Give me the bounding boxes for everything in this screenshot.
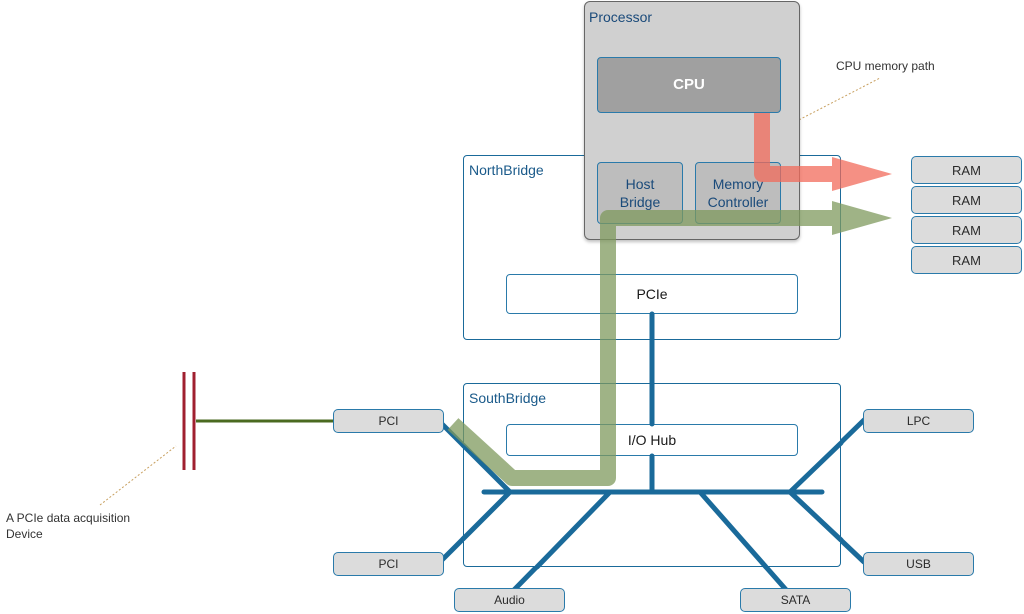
- cpu-memory-path-note: CPU memory path: [836, 59, 935, 73]
- port-audio: Audio: [454, 588, 565, 612]
- ram-module-1: RAM: [911, 156, 1022, 184]
- memory-controller-block: Memory Controller: [695, 162, 781, 224]
- device-leader-line: [99, 445, 177, 506]
- pcie-device-connector: [182, 372, 196, 470]
- southbridge-box: SouthBridge: [463, 383, 841, 567]
- pcie-device-note: A PCIe data acquisition Device: [6, 511, 131, 541]
- processor-title: Processor: [589, 9, 653, 25]
- northbridge-title: NorthBridge: [469, 162, 544, 178]
- memory-controller-label: Memory Controller: [707, 176, 769, 210]
- cpu-label: CPU: [673, 76, 705, 93]
- port-pci-bottom: PCI: [333, 552, 444, 576]
- southbridge-title: SouthBridge: [469, 390, 547, 406]
- port-lpc: LPC: [863, 409, 974, 433]
- port-sata: SATA: [740, 588, 851, 612]
- host-bridge-label: Host Bridge: [619, 176, 661, 210]
- cpu-block: CPU: [597, 57, 781, 113]
- port-pci-top: PCI: [333, 409, 444, 433]
- host-bridge-block: Host Bridge: [597, 162, 683, 224]
- ram-module-3: RAM: [911, 216, 1022, 244]
- pcie-block: PCIe: [506, 274, 798, 314]
- port-usb: USB: [863, 552, 974, 576]
- ram-module-2: RAM: [911, 186, 1022, 214]
- io-hub-block: I/O Hub: [506, 424, 798, 456]
- ram-module-4: RAM: [911, 246, 1022, 274]
